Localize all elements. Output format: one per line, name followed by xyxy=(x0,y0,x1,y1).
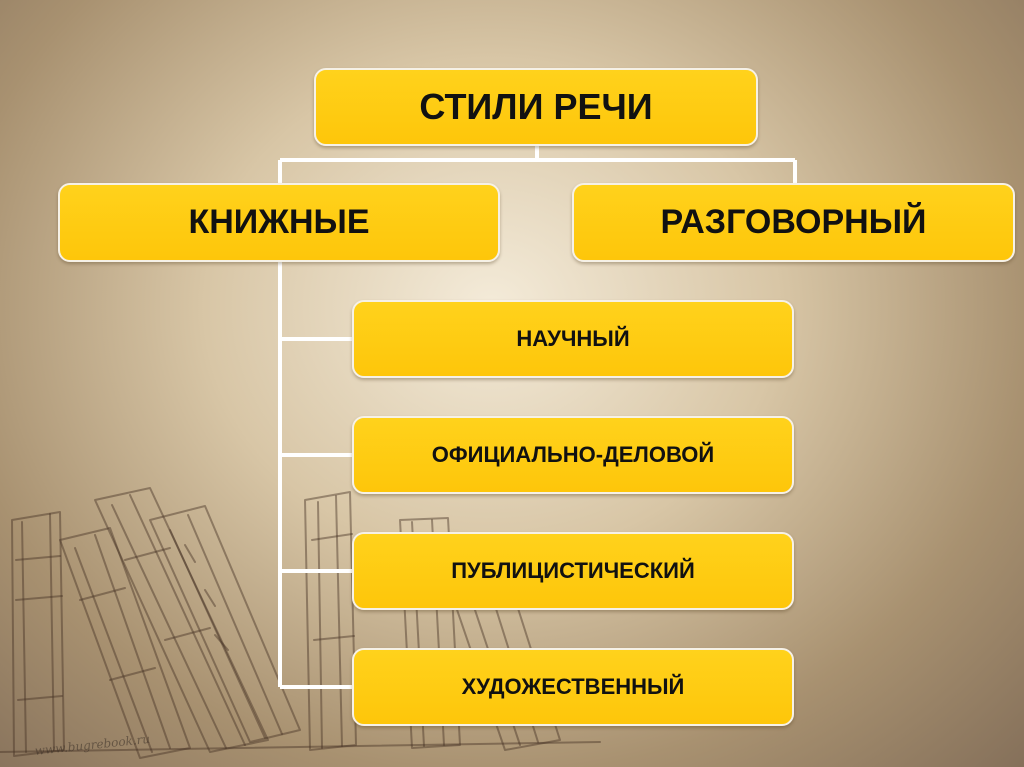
branch-node-label: КНИЖНЫЕ xyxy=(188,203,370,241)
leaf-node-khudozhestvenny: ХУДОЖЕСТВЕННЫЙ xyxy=(352,648,794,726)
leaf-node-ofitsialno-delovoy: ОФИЦИАЛЬНО-ДЕЛОВОЙ xyxy=(352,416,794,494)
leaf-node-label: ПУБЛИЦИСТИЧЕСКИЙ xyxy=(451,558,695,583)
leaf-node-label: НАУЧНЫЙ xyxy=(516,326,630,351)
root-node: СТИЛИ РЕЧИ xyxy=(314,68,758,146)
branch-node-knizhnye: КНИЖНЫЕ xyxy=(58,183,500,262)
leaf-node-nauchny: НАУЧНЫЙ xyxy=(352,300,794,378)
leaf-node-publitsistichesky: ПУБЛИЦИСТИЧЕСКИЙ xyxy=(352,532,794,610)
branch-node-label: РАЗГОВОРНЫЙ xyxy=(660,203,927,241)
leaf-node-label: ХУДОЖЕСТВЕННЫЙ xyxy=(461,674,685,699)
branch-node-razgovorny: РАЗГОВОРНЫЙ xyxy=(572,183,1015,262)
root-node-label: СТИЛИ РЕЧИ xyxy=(419,86,653,127)
leaf-node-label: ОФИЦИАЛЬНО-ДЕЛОВОЙ xyxy=(431,442,715,467)
